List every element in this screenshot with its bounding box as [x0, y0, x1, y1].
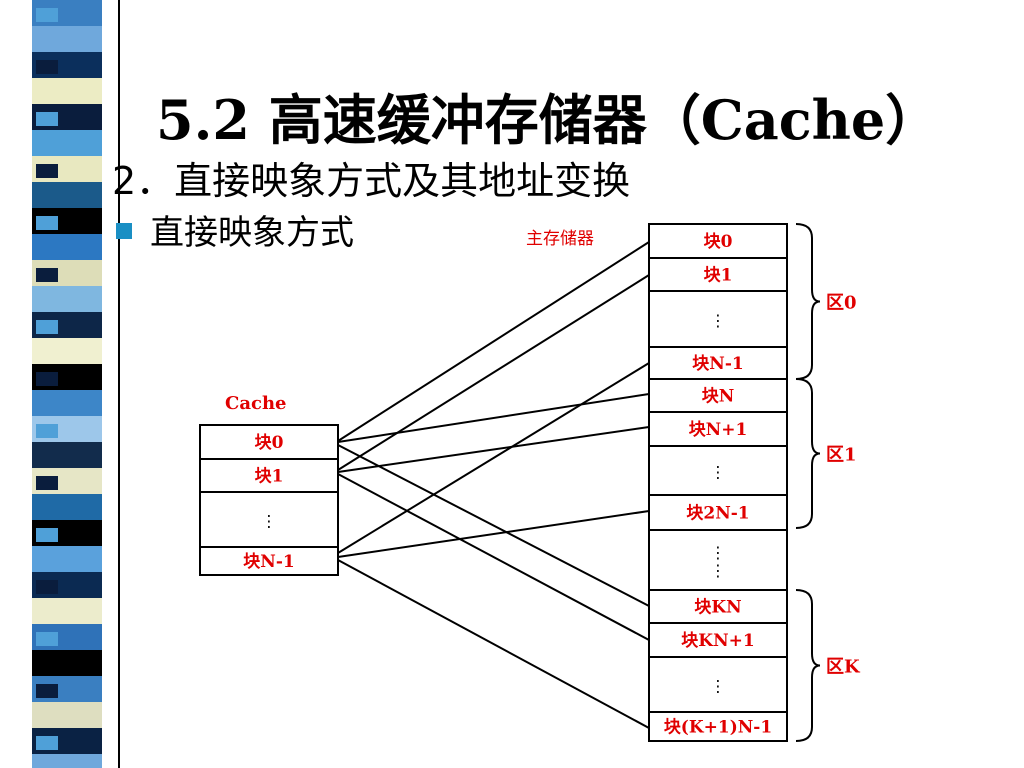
cache-label: Cache [225, 393, 287, 414]
zone-brace [795, 589, 821, 742]
ellipsis-marker: ⋮ [710, 463, 726, 482]
memory-block-label: 块N+1 [689, 420, 748, 440]
bullet-square-icon [116, 222, 132, 239]
bullet-item: 直接映象方式 [116, 205, 354, 254]
zone-label: 区K [826, 657, 861, 678]
mapping-line [337, 241, 650, 442]
memory-block-label: 块(K+1)N-1 [664, 718, 772, 738]
stripe-accent [36, 580, 58, 594]
zone-brace [795, 378, 821, 529]
mapping-line [337, 444, 650, 607]
stripe-accent [36, 268, 58, 282]
mapping-line [337, 362, 650, 554]
stripe-accent [36, 476, 58, 490]
stripe-segment [32, 546, 102, 572]
mapping-line [337, 426, 650, 473]
stripe-accent [36, 320, 58, 334]
memory-block-label: 块N-1 [692, 354, 743, 374]
ellipsis-marker: ⋮ [710, 311, 726, 330]
zone-label: 区1 [826, 445, 857, 466]
stripe-accent [36, 528, 58, 542]
stripe-segment [32, 650, 102, 676]
memory-block-cell [648, 711, 788, 742]
stripe-accent [36, 424, 58, 438]
memory-block-cell [648, 622, 788, 658]
memory-block-label: 块N [702, 387, 735, 407]
zone-braces: 区0 区1 区K [795, 223, 861, 742]
memory-block-label: 块KN [694, 598, 741, 618]
cache-block-cell [199, 546, 339, 576]
memory-block-cell [648, 656, 788, 713]
mapping-line [337, 559, 650, 729]
ellipsis-marker: ⋮ [261, 512, 277, 531]
stripe-segment [32, 442, 102, 468]
stripe-accent [36, 112, 58, 126]
divider-line [118, 0, 120, 768]
main-memory-label: 主存储器 [526, 229, 594, 249]
cache-block-cell [199, 458, 339, 493]
mapping-line [337, 473, 650, 641]
mapping-line [337, 274, 650, 471]
cache-block-label: 块1 [255, 467, 284, 487]
memory-block-label: 块1 [704, 266, 733, 286]
stripe-accent [36, 736, 58, 750]
memory-block-cell [648, 346, 788, 380]
zone-label: 区0 [826, 293, 857, 314]
memory-block-label: 块2N-1 [686, 504, 749, 524]
memory-block-cell [648, 411, 788, 447]
stripe-accent [36, 372, 58, 386]
stripe-segment [32, 754, 102, 768]
stripe-accent [36, 60, 58, 74]
stripe-segment [32, 702, 102, 728]
stripe-segment [32, 598, 102, 624]
stripe-accent [36, 216, 58, 230]
ellipsis-marker: ⋮ [710, 677, 726, 696]
memory-block-cell [648, 378, 788, 413]
stripe-accent [36, 632, 58, 646]
stripe-segment [32, 338, 102, 364]
cache-block-label: 块0 [255, 433, 284, 453]
memory-block-label: 块KN+1 [681, 631, 754, 651]
stripe-accent [36, 684, 58, 698]
ellipsis-marker: ⋮ [710, 543, 726, 562]
stripe-segment [32, 26, 102, 52]
mapping-line [337, 510, 650, 558]
stripe-segment [32, 390, 102, 416]
zone-brace [795, 223, 821, 380]
ellipsis-marker: ⋮ [710, 561, 726, 580]
mapping-lines [337, 241, 650, 729]
memory-block-label: 块0 [704, 232, 733, 252]
mapping-line [337, 393, 650, 443]
stripe-segment [32, 234, 102, 260]
stripe-segment [32, 286, 102, 312]
page-title: 5.2 高速缓冲存储器（Cache） [156, 88, 940, 152]
stripe-segment [32, 182, 102, 208]
section-subtitle: 2．直接映象方式及其地址变换 [112, 159, 631, 203]
decorative-stripe [0, 0, 102, 768]
memory-block-cell [648, 494, 788, 531]
cache-block-cell [199, 491, 339, 548]
stripe-accent [36, 164, 58, 178]
main-memory-column: 块0块1⋮块N-1块N块N+1⋮块2N-1⋮⋮块KN块KN+1⋮块(K+1)N-… [648, 223, 788, 742]
cache-block-label: 块N-1 [243, 552, 294, 572]
stripe-edge [0, 0, 32, 768]
stripe-accent [36, 8, 58, 22]
bullet-text: 直接映象方式 [150, 213, 354, 253]
stripe-segment [32, 494, 102, 520]
stripe-segment [32, 78, 102, 104]
cache-column: 块0 块1 ⋮ 块N-1 [199, 424, 339, 576]
stripe-segment [32, 130, 102, 156]
memory-block-cell [648, 257, 788, 292]
